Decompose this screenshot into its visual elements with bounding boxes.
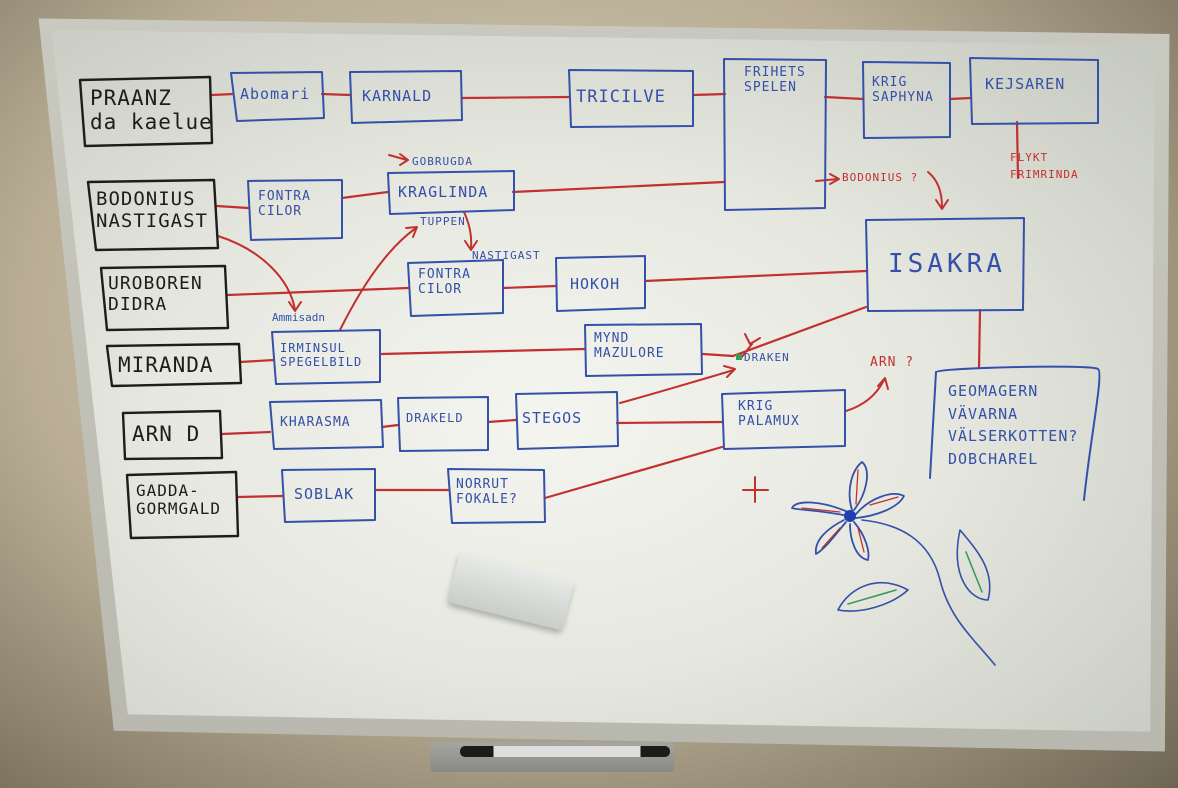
box-abomari: Abomari (240, 85, 311, 103)
box-karnald: KARNALD (362, 87, 433, 105)
box-mynd: MYND MAZULORE (594, 331, 665, 361)
note-ammisadn: Ammisadn (272, 311, 325, 324)
box-bodonius: BODONIUS NASTIGAST (96, 188, 208, 232)
box-kraglinda: KRAGLINDA (398, 183, 489, 201)
box-kharasma: KHARASMA (280, 415, 351, 430)
box-tricilve: TRICILVE (576, 87, 666, 107)
note-nastigast: NASTIGAST (472, 249, 541, 262)
note-draken: DRAKEN (744, 351, 790, 364)
box-frihets: FRIHETS SPELEN (744, 65, 806, 95)
flower-doodle (791, 461, 996, 666)
note-flykt: FLYKT FRIMRINDA (1010, 151, 1079, 181)
box-fontra-cilor-2: FONTRA CILOR (418, 267, 471, 297)
box-norrut: NORRUT FOKALE? (456, 477, 518, 507)
box-isakra: ISAKRA (888, 249, 1006, 279)
blue-boxes (230, 57, 1101, 524)
box-geomagern: GEOMAGERN VÄVARNA VÄLSERKOTTEN? DOBCHARE… (948, 382, 1079, 468)
box-irminsul: IRMINSUL SPEGELBILD (280, 341, 363, 369)
box-gadda: GADDA- GORMGALD (136, 481, 222, 519)
note-arn-q: ARN ? (870, 355, 915, 370)
box-krig-palamux: KRIG PALAMUX (738, 399, 800, 429)
red-connectors (210, 92, 1020, 500)
box-arnd: ARN D (132, 422, 201, 446)
box-soblak: SOBLAK (294, 485, 355, 503)
box-praanz: PRAANZ da kaelue (90, 86, 213, 135)
whiteboard-surface (51, 29, 1155, 732)
box-kejsaren: KEJSAREN (985, 75, 1066, 93)
box-stegos: STEGOS (522, 409, 583, 427)
note-tuppen: TUPPEN (420, 215, 466, 228)
red-arrows (217, 153, 949, 503)
black-boxes (78, 75, 243, 540)
box-miranda: MIRANDA (118, 353, 214, 377)
green-dot (736, 354, 742, 360)
box-fontra-cilor-1: FONTRA CILOR (258, 189, 311, 219)
box-drakeld: DRAKELD (406, 411, 464, 425)
box-uroboren: UROBOREN DIDRA (108, 273, 203, 315)
box-hokoh: HOKOH (570, 275, 621, 293)
note-gobrugda: GOBRUGDA (412, 155, 473, 168)
marker-pen (460, 746, 670, 757)
note-bodonius-q: BODONIUS ? (842, 171, 919, 184)
box-krig-saphyna: KRIG SAPHYNA (872, 75, 934, 105)
